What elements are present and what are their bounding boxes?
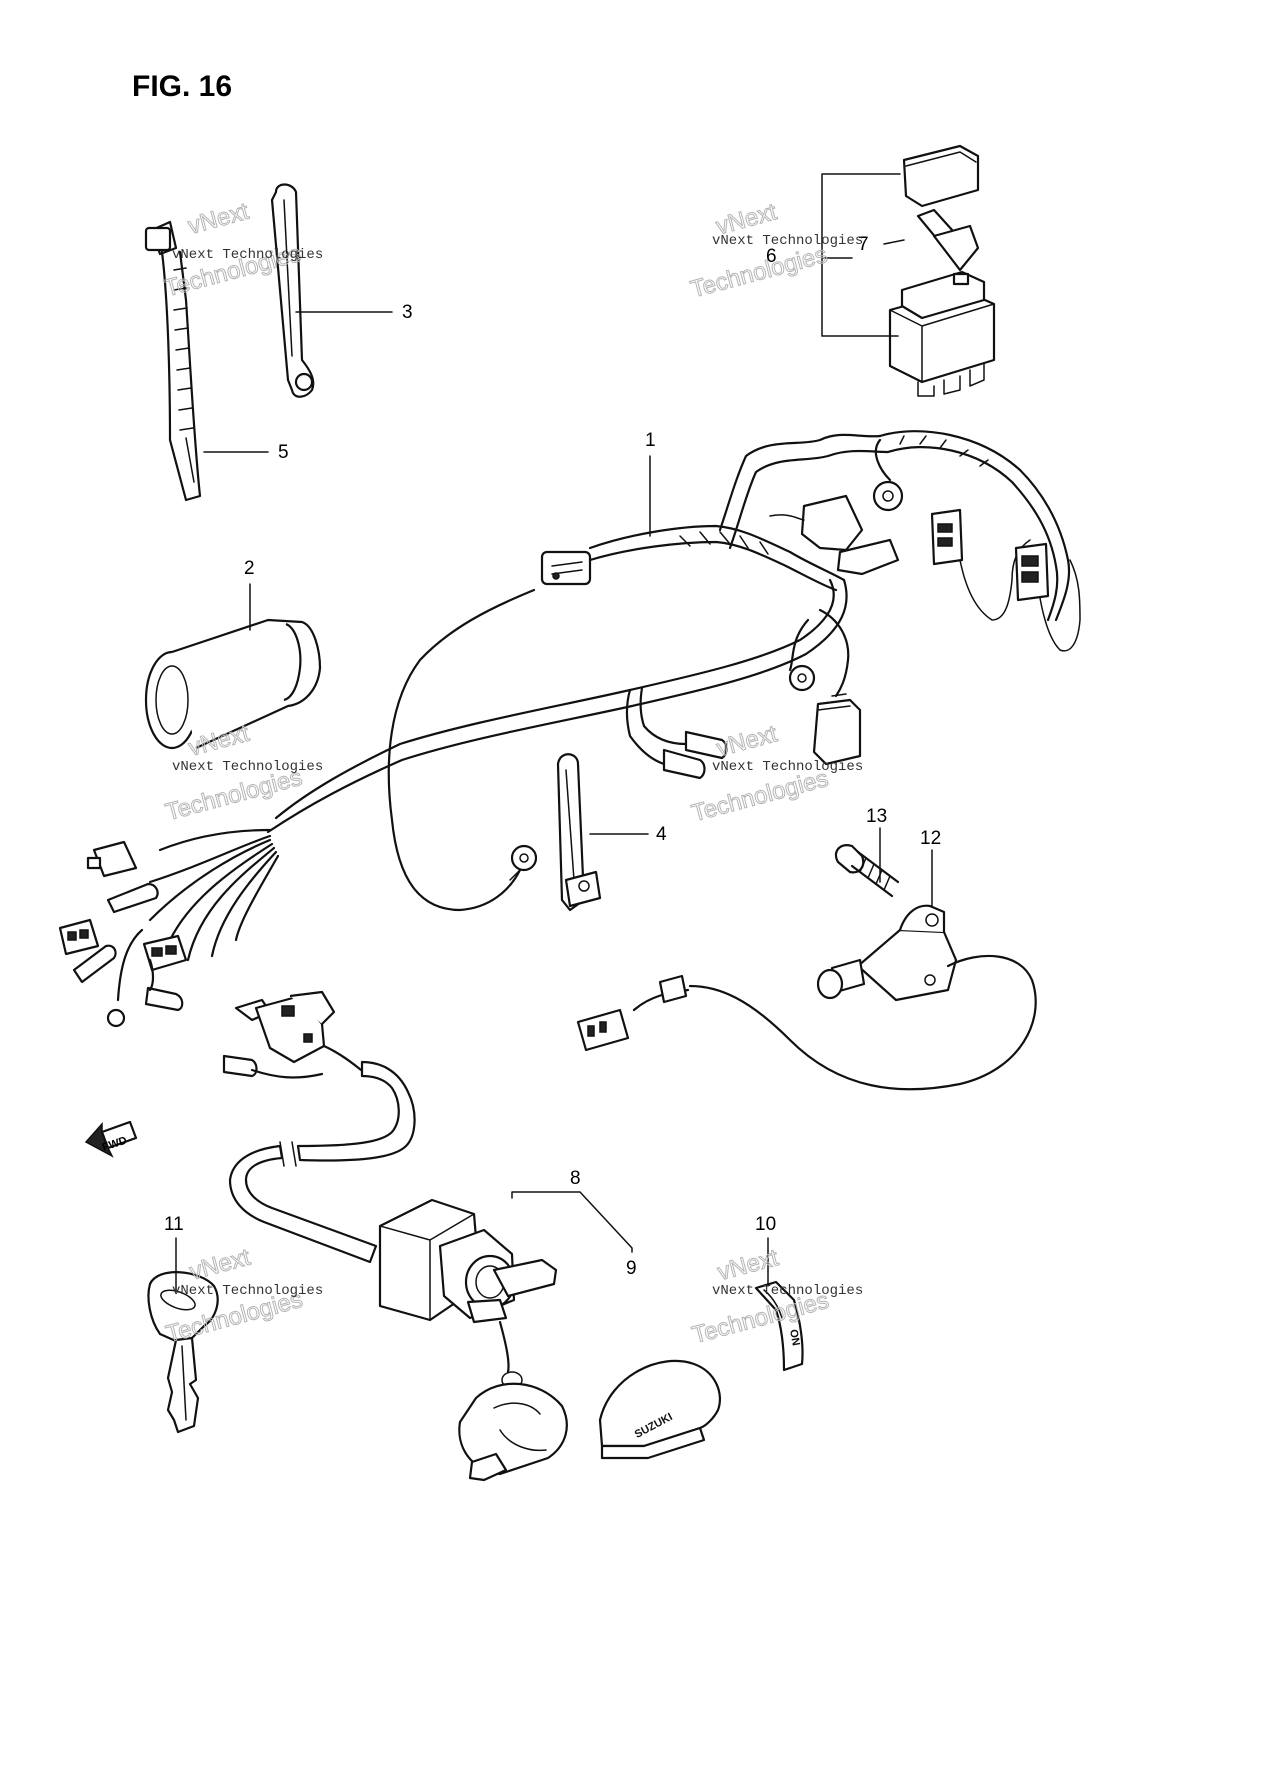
fwd-direction-arrow: FWD	[84, 1120, 138, 1158]
callout-bracket-8-9	[511, 1191, 633, 1253]
part-9-key-cap: SUZUKI	[598, 1359, 721, 1460]
callout-2: 2	[244, 558, 255, 579]
part-13-screw	[834, 844, 900, 898]
callout-5: 5	[278, 442, 289, 463]
part-6-fuse-box	[888, 144, 996, 397]
part-1-wiring-harness	[58, 430, 1081, 1028]
part-10-tag: ON	[754, 1280, 804, 1372]
callout-6: 6	[766, 246, 777, 267]
callout-13: 13	[866, 806, 887, 827]
callout-4: 4	[656, 824, 667, 845]
svg-text:vNext Technologies: vNext Technologies	[172, 759, 323, 775]
part-12-switch	[576, 904, 1037, 1091]
part-4-clamp	[556, 753, 602, 912]
svg-text:vNext: vNext	[714, 720, 781, 762]
callout-numbers: 1 2 3 4 5 6 7 8 9 10 11 12 13	[164, 234, 941, 1279]
part-8-ignition-switch	[222, 990, 568, 1482]
tag-text: ON	[787, 1328, 802, 1346]
callout-leaders	[175, 311, 933, 1291]
svg-text:vNext Technologies: vNext Technologies	[712, 233, 863, 249]
callout-10: 10	[755, 1214, 776, 1235]
watermark-bottom-left: Technologies vNext vNext Technologies	[163, 1243, 324, 1349]
svg-text:vNext Technologies: vNext Technologies	[712, 759, 863, 775]
figure-title: FIG. 16	[132, 70, 232, 103]
callout-11: 11	[164, 1214, 184, 1235]
watermark-mid-left: Technologies vNext vNext Technologies	[162, 719, 323, 827]
callout-3: 3	[402, 302, 413, 323]
watermark-bottom-right: Technologies vNext vNext Technologies	[689, 1244, 863, 1350]
svg-text:vNext: vNext	[185, 198, 252, 240]
part-7-fuse	[916, 208, 980, 286]
callout-1: 1	[645, 430, 656, 451]
callout-bracket-6-7	[821, 173, 901, 337]
svg-text:Technologies: Technologies	[688, 241, 830, 303]
svg-text:vNext: vNext	[715, 1244, 782, 1286]
part-11-key	[147, 1271, 219, 1434]
callout-9: 9	[626, 1258, 637, 1279]
svg-text:vNext Technologies: vNext Technologies	[172, 247, 323, 263]
part-3-clamp	[270, 183, 315, 398]
callout-7: 7	[858, 234, 869, 255]
part-2-boot	[144, 618, 322, 750]
part-5-cable-tie	[144, 220, 202, 502]
svg-text:vNext Technologies: vNext Technologies	[172, 1283, 323, 1299]
svg-text:vNext: vNext	[187, 1244, 254, 1286]
callout-8: 8	[570, 1168, 581, 1189]
svg-text:vNext Technologies: vNext Technologies	[712, 1283, 863, 1299]
callout-12: 12	[920, 828, 941, 849]
